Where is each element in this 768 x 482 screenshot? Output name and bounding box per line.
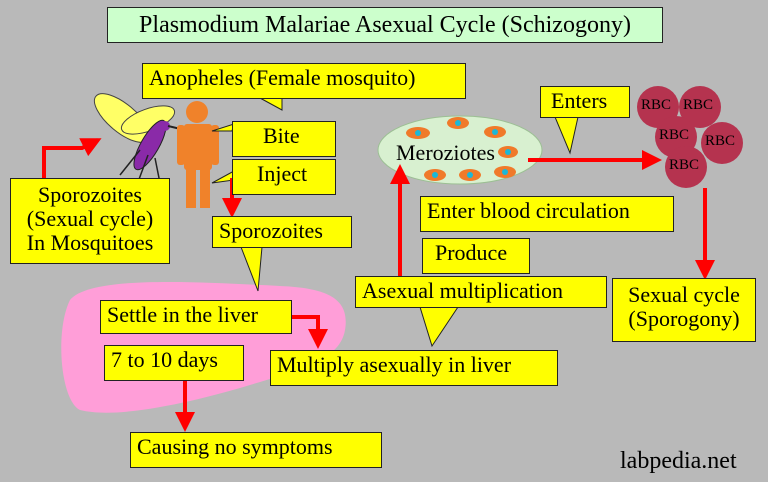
rbc-label-4: RBC [705,133,736,149]
sexual-cycle-box: Sexual cycle (Sporogony) [612,278,756,342]
rbc-label-5: RBC [669,157,700,173]
human-figure [177,101,219,208]
asexual-tail [419,306,459,348]
enters-box: Enters [540,86,630,118]
days-box: 7 to 10 days [104,345,244,381]
rbc-label-3: RBC [659,127,690,143]
anopheles-tail [259,97,283,111]
anopheles-box: Anopheles (Female mosquito) [142,63,466,99]
sporozoites-mid-box: Sporozoites [212,216,352,248]
rbc-label-2: RBC [683,97,714,113]
mosquito-illustration [93,93,186,184]
bite-box: Bite [232,121,336,157]
enter-blood-box: Enter blood circulation [420,196,674,232]
sporozoites-left-line3: In Mosquitoes [26,230,154,256]
rbc-label-1: RBC [641,97,672,113]
produce-box: Produce [422,238,530,274]
sexual-cycle-line1: Sexual cycle [628,282,740,307]
watermark: labpedia.net [620,448,737,474]
arrow-sporozoites-to-mosquito [42,138,102,178]
settle-liver-box: Settle in the liver [100,300,292,334]
sporozoites-left-line2: (Sexual cycle) [26,206,154,232]
page-title: Plasmodium Malariae Asexual Cycle (Schiz… [107,7,663,43]
arrow-liver-to-multiply [292,315,328,349]
asexual-multiplication-box: Asexual multiplication [355,276,607,308]
enters-tail [554,116,579,155]
no-symptoms-box: Causing no symptoms [130,432,382,468]
rbc-cluster [637,86,743,188]
sporozoites-left-line1: Sporozoites [38,182,142,207]
merozoites-group [377,115,543,185]
merozoites-label: Meroziotes [396,140,495,165]
multiply-liver-box: Multiply asexually in liver [270,350,558,386]
sporozoites-left-box: Sporozoites (Sexual cycle) In Mosquitoes [10,178,170,264]
inject-box: Inject [232,159,336,195]
sexual-cycle-line2: (Sporogony) [628,306,740,332]
